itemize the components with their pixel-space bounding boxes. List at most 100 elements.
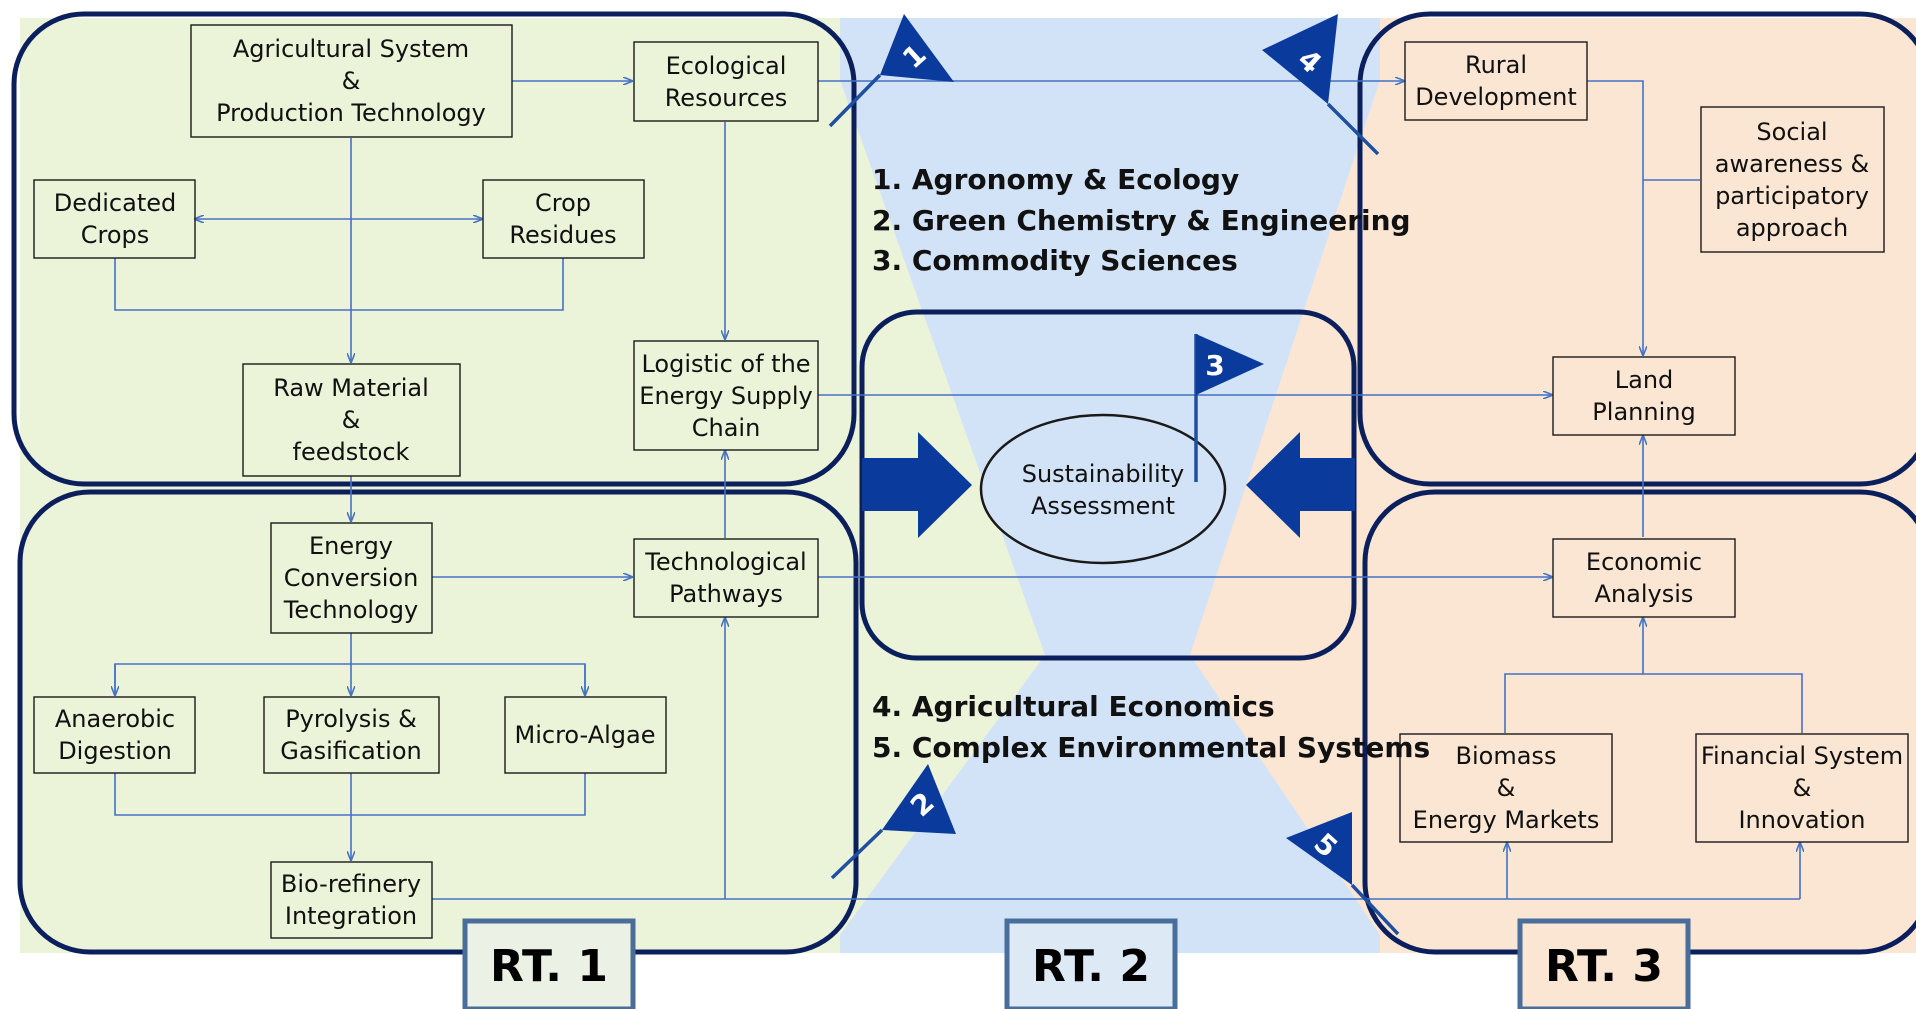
region-conversion	[17, 489, 859, 955]
flag-3: 3	[1194, 334, 1264, 482]
label-line: Economic	[1586, 548, 1702, 576]
label-line: Analysis	[1595, 580, 1694, 608]
node-micro-algae: Micro-Algae	[504, 696, 667, 774]
label-line: Conversion	[284, 564, 419, 592]
label-line: Bio-refinery	[281, 870, 421, 898]
legend-topic-5: 5. Complex Environmental Systems	[872, 731, 1430, 764]
node-raw-material-label: Raw Material & feedstock	[273, 374, 429, 466]
label-line: &	[342, 67, 361, 95]
node-financial-system-label: Financial System & Innovation	[1701, 742, 1903, 834]
label-line: Sustainability	[1022, 460, 1185, 488]
label-line: Technological	[644, 548, 806, 576]
label-line: Crop	[535, 189, 591, 217]
label-line: Energy Supply	[639, 382, 812, 410]
label-line: approach	[1736, 214, 1848, 242]
node-pyrolysis-gasification-label: Pyrolysis & Gasification	[280, 705, 421, 765]
label-line: Resources	[665, 84, 788, 112]
node-micro-algae-label: Micro-Algae	[515, 721, 656, 749]
label-line: Assessment	[1031, 492, 1175, 520]
label-line: Pyrolysis &	[285, 705, 417, 733]
rt2-label-text: RT. 2	[1032, 941, 1150, 992]
label-line: Rural	[1465, 51, 1527, 79]
label-line: Development	[1415, 83, 1577, 111]
label-line: feedstock	[293, 438, 410, 466]
label-line: Micro-Algae	[515, 721, 656, 749]
legend-topic-3: 3. Commodity Sciences	[872, 244, 1238, 277]
flag-4: 4	[1262, 14, 1380, 156]
node-financial-system: Financial System & Innovation	[1695, 733, 1909, 843]
label-line: Digestion	[58, 737, 172, 765]
arrow-into-assessment-right	[1246, 432, 1355, 538]
connectors	[115, 81, 1802, 900]
label-line: &	[1497, 774, 1516, 802]
node-agricultural-system-label: Agricultural System&Production Technolog…	[216, 35, 486, 127]
node-raw-material: Raw Material & feedstock	[242, 363, 461, 477]
legend-topic-1: 1. Agronomy & Ecology	[872, 163, 1239, 196]
flag-3-number: 3	[1205, 349, 1224, 382]
rt1-label: RT. 1	[462, 918, 636, 1009]
label-line: Biomass	[1456, 742, 1557, 770]
arrow-into-assessment-left	[862, 432, 972, 538]
label-line: Crops	[81, 221, 150, 249]
label-line: Energy Markets	[1413, 806, 1600, 834]
label-line: Energy	[309, 532, 393, 560]
node-biomass-energy-markets-label: Biomass & Energy Markets	[1413, 742, 1600, 834]
label-line: &	[1793, 774, 1812, 802]
label-line: Financial System	[1701, 742, 1903, 770]
label-line: Chain	[692, 414, 761, 442]
label-line: Logistic of the	[641, 350, 810, 378]
label-line: Innovation	[1738, 806, 1865, 834]
rt1-label-text: RT. 1	[490, 941, 608, 992]
node-agricultural-system: Agricultural System&Production Technolog…	[190, 24, 513, 138]
label-line: Raw Material	[273, 374, 429, 402]
label-line: Dedicated	[54, 189, 176, 217]
region-agronomy	[11, 11, 857, 487]
label-line: awareness &	[1715, 150, 1869, 178]
rt3-label: RT. 3	[1517, 918, 1691, 1009]
label-line: Ecological	[666, 52, 787, 80]
flag-2: 2	[830, 764, 956, 880]
flag-5: 5	[1286, 812, 1400, 936]
node-pyrolysis-gasification: Pyrolysis & Gasification	[263, 696, 440, 774]
node-biomass-energy-markets: Biomass & Energy Markets	[1399, 733, 1613, 843]
label-line: Gasification	[280, 737, 421, 765]
label-line: Social	[1756, 118, 1827, 146]
legend-topic-2: 2. Green Chemistry & Engineering	[872, 204, 1411, 237]
rt2-label: RT. 2	[1004, 918, 1178, 1009]
label-line: Land	[1615, 366, 1674, 394]
label-line: &	[342, 406, 361, 434]
label-line: Residues	[509, 221, 616, 249]
legend-topic-4: 4. Agricultural Economics	[872, 690, 1275, 723]
label-line: Technology	[283, 596, 418, 624]
label-line: Production Technology	[216, 99, 486, 127]
label-line: Anaerobic	[55, 705, 175, 733]
label-line: Pathways	[669, 580, 783, 608]
rt3-label-text: RT. 3	[1545, 941, 1663, 992]
